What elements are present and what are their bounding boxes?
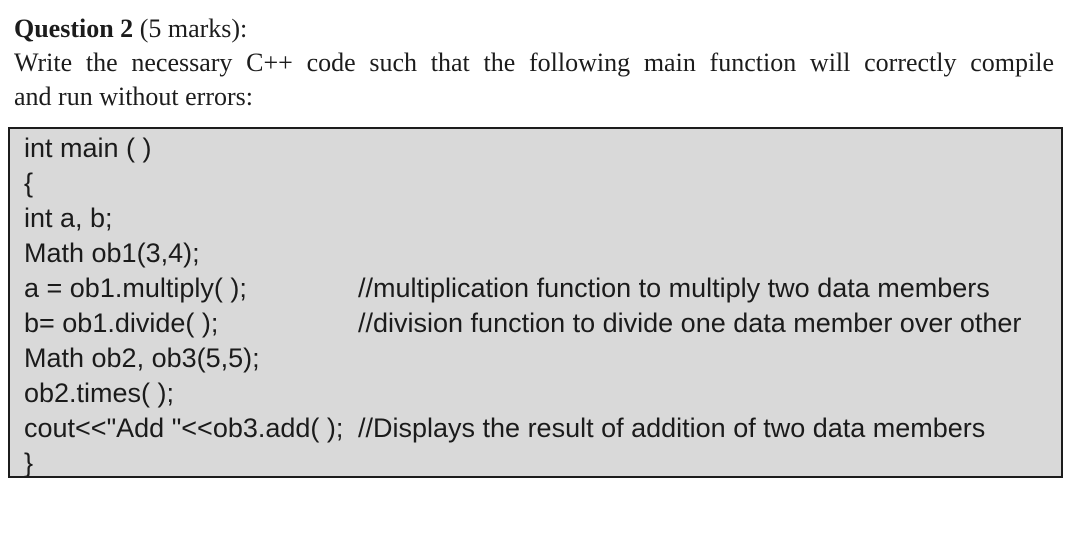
code-comment: //multiplication function to multiply tw…	[358, 273, 990, 303]
question-header: Question 2 (5 marks): Write the necessar…	[14, 12, 1054, 114]
code-text: int main ( )	[24, 133, 152, 163]
code-line: int main ( )	[24, 131, 1061, 166]
question-title-line: Question 2 (5 marks):	[14, 12, 1054, 46]
code-text: Math ob2, ob3(5,5);	[24, 343, 260, 373]
code-comment: //Displays the result of addition of two…	[358, 413, 986, 443]
code-line: Math ob1(3,4);	[24, 236, 1061, 271]
code-line: cout<<"Add "<<ob3.add( ); //Displays the …	[24, 411, 1061, 446]
code-box: int main ( ){int a, b;Math ob1(3,4);a = …	[8, 127, 1063, 478]
code-line: ob2.times( );	[24, 376, 1061, 411]
code-text: }	[24, 448, 34, 478]
code-text: {	[24, 168, 34, 198]
code-text: cout<<"Add "<<ob3.add( );	[24, 413, 344, 443]
question-marks: (5 marks):	[133, 14, 248, 43]
code-line: int a, b;	[24, 201, 1061, 236]
code-text: a = ob1.multiply( );	[24, 273, 247, 303]
code-line: a = ob1.multiply( ); //multiplication fun…	[24, 271, 1061, 306]
code-text: int a, b;	[24, 203, 113, 233]
question-number: Question 2	[14, 14, 134, 43]
question-body-line1: Write the necessary C++ code such that t…	[14, 48, 1054, 77]
code-line: Math ob2, ob3(5,5);	[24, 341, 1061, 376]
question-body-line2: and run without errors:	[14, 82, 254, 111]
code-text: b= ob1.divide( );	[24, 308, 219, 338]
code-line: b= ob1.divide( ); //division function to …	[24, 306, 1061, 341]
code-text: Math ob1(3,4);	[24, 238, 200, 268]
code-line: }	[24, 446, 1061, 481]
code-line: {	[24, 166, 1061, 201]
code-comment: //division function to divide one data m…	[358, 308, 1022, 338]
code-text: ob2.times( );	[24, 378, 175, 408]
